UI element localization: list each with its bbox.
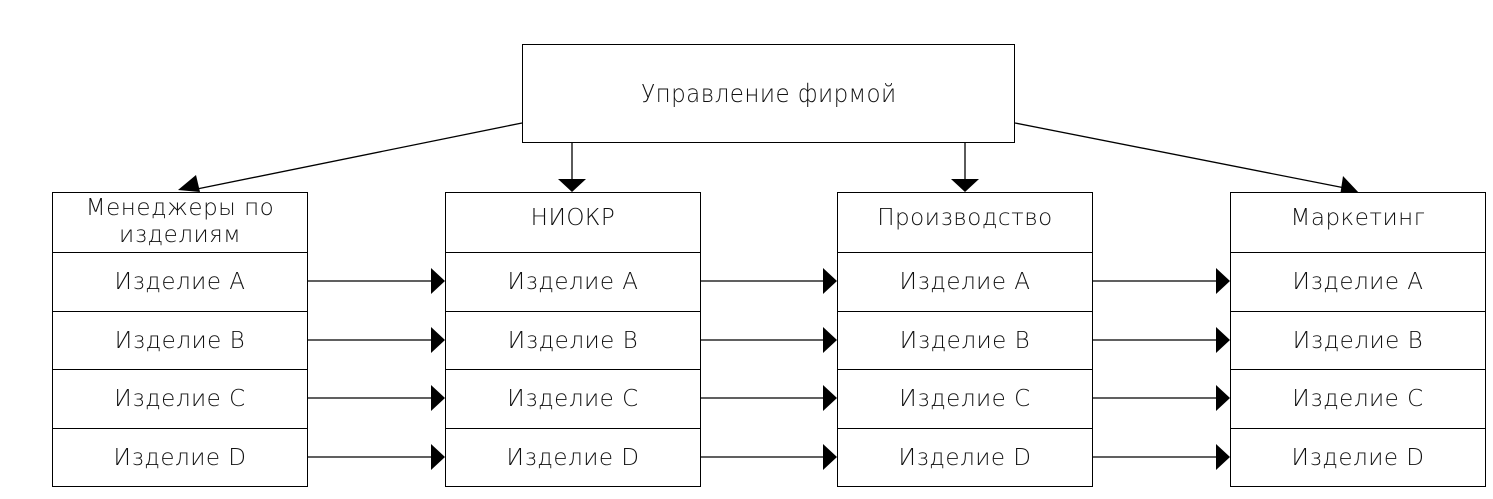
product-cell: Изделие С xyxy=(1231,369,1485,428)
column-header: Производство xyxy=(877,205,1053,231)
product-cell: Изделие В xyxy=(838,311,1092,369)
product-cell: Изделие С xyxy=(838,369,1092,428)
column-header: НИОКР xyxy=(530,205,616,231)
connector-root-to-managers xyxy=(191,122,523,191)
arrowhead-production xyxy=(951,179,979,192)
product-cell: Изделие А xyxy=(53,252,307,311)
row-arrowhead xyxy=(1216,444,1230,470)
column-header: Маркетинг xyxy=(1290,205,1426,231)
row-arrowhead xyxy=(823,327,837,353)
row-arrowhead xyxy=(1216,385,1230,411)
connector-root-to-marketing xyxy=(1014,122,1346,189)
root-node: Управление фирмой xyxy=(522,44,1015,143)
column-marketing: Маркетинг Изделие А Изделие В Изделие С … xyxy=(1230,192,1486,487)
product-cell: Изделие D xyxy=(53,428,307,487)
product-cell: Изделие В xyxy=(53,311,307,369)
row-arrowhead xyxy=(431,327,445,353)
root-node-label: Управление фирмой xyxy=(640,79,897,108)
row-arrowhead xyxy=(431,385,445,411)
row-arrowhead xyxy=(823,444,837,470)
row-arrowhead xyxy=(431,268,445,294)
product-cell: Изделие D xyxy=(1231,428,1485,487)
product-cell: Изделие D xyxy=(446,428,700,487)
column-production: Производство Изделие А Изделие В Изделие… xyxy=(837,192,1093,487)
row-arrowhead xyxy=(823,385,837,411)
product-cell: Изделие С xyxy=(53,369,307,428)
column-product-managers: Менеджеры по изделиям Изделие А Изделие … xyxy=(52,192,308,487)
product-cell: Изделие А xyxy=(1231,252,1485,311)
row-arrowhead xyxy=(1216,268,1230,294)
row-arrowhead xyxy=(823,268,837,294)
product-cell: Изделие В xyxy=(446,311,700,369)
column-header: Менеджеры по изделиям xyxy=(85,195,275,248)
arrowhead-rnd xyxy=(558,179,586,192)
product-cell: Изделие А xyxy=(838,252,1092,311)
row-arrowhead xyxy=(1216,327,1230,353)
product-cell: Изделие А xyxy=(446,252,700,311)
arrowhead-managers xyxy=(178,175,200,192)
column-rnd: НИОКР Изделие А Изделие В Изделие С Изде… xyxy=(445,192,701,487)
product-cell: Изделие С xyxy=(446,369,700,428)
row-arrowhead xyxy=(431,444,445,470)
product-cell: Изделие В xyxy=(1231,311,1485,369)
product-cell: Изделие D xyxy=(838,428,1092,487)
